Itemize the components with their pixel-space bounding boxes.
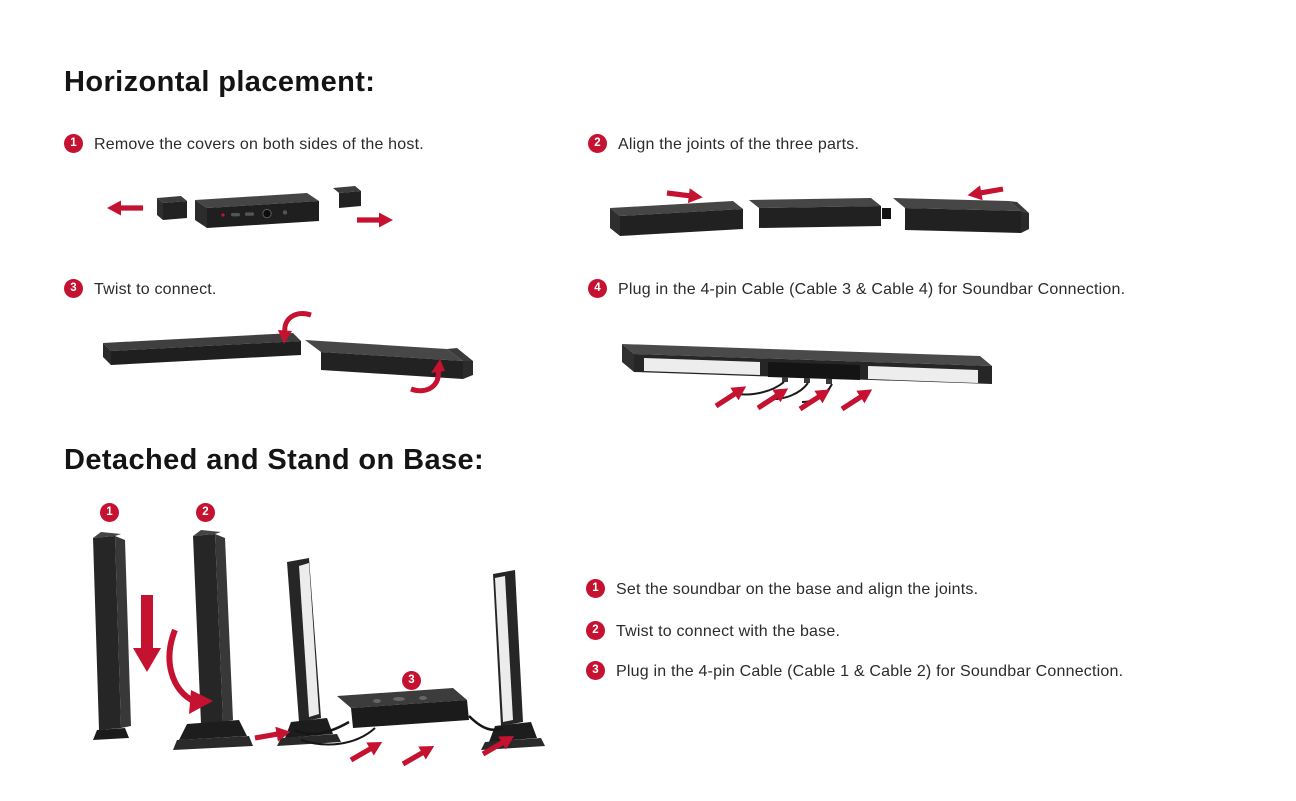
step-number-badge: 2 — [586, 621, 605, 640]
twist-arrow-bottom-icon — [410, 359, 445, 394]
illustration-remove-covers — [107, 186, 393, 228]
illustration-plug-cables-horizontal — [622, 344, 992, 416]
step-row: 4 Plug in the 4-pin Cable (Cable 3 & Cab… — [588, 279, 1125, 299]
step-row: 3 Plug in the 4-pin Cable (Cable 1 & Cab… — [586, 661, 1123, 681]
arrow-up-right-icon — [711, 380, 877, 416]
arrow-left-icon — [966, 181, 1005, 203]
step-text: Set the soundbar on the base and align t… — [616, 581, 979, 598]
step-number-badge: 3 — [64, 279, 83, 298]
soundbar-long-right — [305, 340, 473, 379]
step-row: 3 Twist to connect. — [64, 279, 217, 299]
center-console — [768, 362, 860, 380]
host-left-cover — [157, 196, 187, 220]
host-body — [195, 193, 319, 228]
diagram-badge-3: 3 — [402, 671, 421, 690]
soundbar-assembled — [622, 344, 992, 384]
illustration-stand-on-base — [93, 530, 545, 771]
twist-arrow-icon — [166, 628, 213, 714]
step-text: Twist to connect. — [94, 281, 217, 298]
diagram-badge-2: 2 — [196, 503, 215, 522]
step-row: 2 Align the joints of the three parts. — [588, 134, 859, 154]
light-strip-left — [644, 358, 760, 375]
soundbar-segment-left — [610, 201, 743, 236]
step-number-badge: 1 — [586, 579, 605, 598]
step-number-badge: 2 — [588, 134, 607, 153]
vertical-soundbar-2 — [173, 530, 253, 750]
step-number-badge: 4 — [588, 279, 607, 298]
vertical-soundbar-1 — [93, 532, 131, 740]
arrow-down-icon — [133, 595, 161, 672]
connection-cables — [294, 715, 504, 746]
section-title-horizontal: Horizontal placement: — [64, 66, 376, 98]
twist-arrow-top-icon — [278, 311, 312, 344]
step-text: Plug in the 4-pin Cable (Cable 1 & Cable… — [616, 663, 1124, 680]
arrow-right-icon — [666, 185, 704, 205]
step-text: Align the joints of the three parts. — [618, 136, 860, 153]
step-number-badge: 1 — [64, 134, 83, 153]
step-number-badge: 3 — [586, 661, 605, 680]
step-text: Plug in the 4-pin Cable (Cable 3 & Cable… — [618, 281, 1126, 298]
diagram-badge-1: 1 — [100, 503, 119, 522]
step-row: 1 Set the soundbar on the base and align… — [586, 579, 978, 599]
step-row: 2 Twist to connect with the base. — [586, 621, 840, 641]
illustration-twist-connect — [103, 311, 473, 394]
host-right-cover — [333, 186, 361, 208]
step-text: Twist to connect with the base. — [616, 623, 841, 640]
center-console — [337, 688, 469, 728]
section-title-stand: Detached and Stand on Base: — [64, 444, 485, 476]
light-bar-left — [277, 558, 341, 746]
joint-connector — [882, 208, 891, 219]
soundbar-segment-center — [749, 198, 881, 228]
arrow-right-icon — [357, 212, 393, 228]
light-bar-right — [481, 570, 545, 750]
light-strip-right — [868, 366, 978, 383]
arrow-left-icon — [107, 200, 143, 216]
illustration-align-joints — [610, 181, 1029, 236]
step-text: Remove the covers on both sides of the h… — [94, 136, 424, 153]
step-row: 1 Remove the covers on both sides of the… — [64, 134, 424, 154]
soundbar-segment-right — [893, 198, 1029, 233]
soundbar-long-left — [103, 333, 301, 365]
